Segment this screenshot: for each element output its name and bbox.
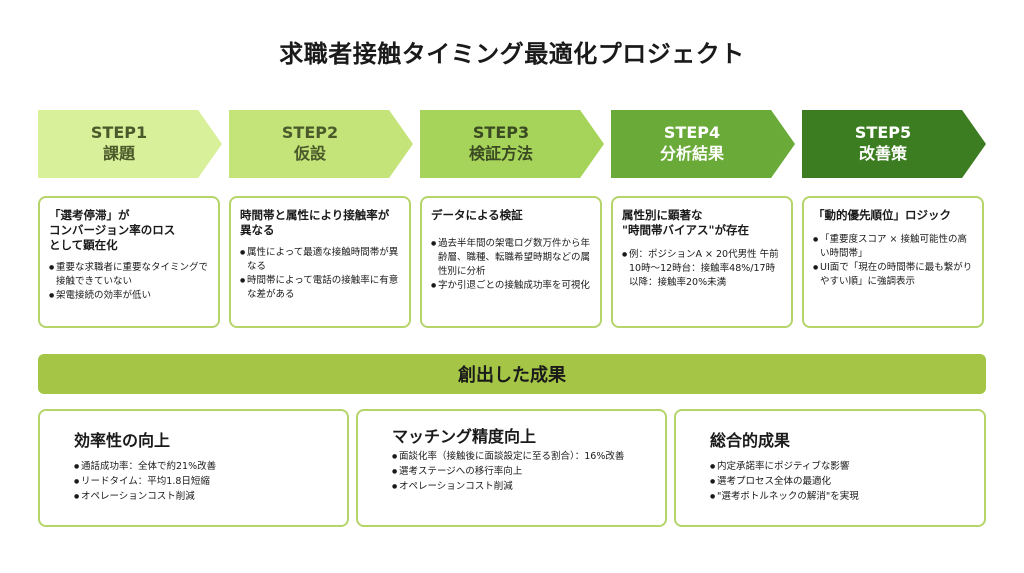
step-box-4: 属性別に顕著な "時間帯バイアス"が存在 例：ポジションA × 20代男性 午前…: [611, 196, 793, 328]
result-box-matching: マッチング精度向上 面談化率（接触後に面談設定に至る割合）：16%改善 選考ステ…: [356, 409, 667, 527]
step-arrow-2: STEP2 仮設: [229, 110, 413, 178]
list-item: 「重要度スコア × 接触可能性の高い時間帯」: [813, 233, 973, 261]
step-box-bullets: 属性によって最適な接触時間帯が異なる 時間帯によって電話の接触率に有意な差がある: [240, 246, 400, 302]
step-box-bullets: 「重要度スコア × 接触可能性の高い時間帯」 UI面で「現在の時間帯に最も繋がり…: [813, 233, 973, 289]
result-bullets: 面談化率（接触後に面談設定に至る割合）：16%改善 選考ステージへの移行率向上 …: [392, 449, 632, 494]
step-number: STEP2: [281, 123, 339, 142]
list-item: 通話成功率：全体で約21%改善: [74, 459, 216, 474]
step-arrow-3: STEP3 検証方法: [420, 110, 604, 178]
step-box-3: データによる検証 過去半年間の架電ログ数万件から年齢層、職種、転職希望時期などの…: [420, 196, 602, 328]
step-arrow-5: STEP5 改善策: [802, 110, 986, 178]
step-label: 改善策: [858, 144, 907, 163]
step-label: 課題: [102, 144, 135, 163]
step-box-bullets: 例：ポジションA × 20代男性 午前10時〜12時台：接触率48%/17時以降…: [622, 248, 782, 290]
result-heading: 効率性の向上: [74, 431, 171, 450]
step-box-heading: データによる検証: [431, 208, 523, 222]
list-item: 時間帯によって電話の接触率に有意な差がある: [240, 274, 400, 302]
step-box-2: 時間帯と属性により接触率が異なる 属性によって最適な接触時間帯が異なる 時間帯に…: [229, 196, 411, 328]
list-item: 例：ポジションA × 20代男性 午前10時〜12時台：接触率48%/17時以降…: [622, 248, 782, 290]
list-item: オペレーションコスト削減: [392, 479, 632, 494]
step-box-heading: 「動的優先順位」ロジック: [813, 208, 951, 222]
step-number: STEP1: [90, 123, 148, 142]
result-bullets: 内定承諾率にポジティブな影響 選考プロセス全体の最適化 "選考ボトルネックの解消…: [710, 459, 859, 504]
result-box-efficiency: 効率性の向上 通話成功率：全体で約21%改善 リードタイム：平均1.8日短縮 オ…: [38, 409, 349, 527]
list-item: "選考ボトルネックの解消"を実現: [710, 489, 859, 504]
step-box-heading: 「選考停滞」が コンバージョン率のロス として顕在化: [49, 208, 176, 252]
step-label: 検証方法: [468, 144, 533, 163]
step-arrow-1: STEP1 課題: [38, 110, 222, 178]
result-heading: 総合的成果: [710, 431, 791, 450]
step-box-heading: 属性別に顕著な "時間帯バイアス"が存在: [622, 208, 749, 237]
list-item: 選考ステージへの移行率向上: [392, 464, 632, 479]
list-item: 過去半年間の架電ログ数万件から年齢層、職種、転職希望時期などの属性別に分析: [431, 237, 591, 279]
step-arrow-4: STEP4 分析結果: [611, 110, 795, 178]
list-item: 選考プロセス全体の最適化: [710, 474, 859, 489]
list-item: 字か引退ごとの接触成功率を可視化: [431, 279, 591, 293]
list-item: 重要な求職者に重要なタイミングで接触できていない: [49, 261, 209, 289]
step-box-heading: 時間帯と属性により接触率が異なる: [240, 208, 390, 237]
results-banner-label: 創出した成果: [458, 365, 566, 386]
step-box-5: 「動的優先順位」ロジック 「重要度スコア × 接触可能性の高い時間帯」 UI面で…: [802, 196, 984, 328]
results-banner: 創出した成果: [38, 354, 986, 394]
list-item: 架電接続の効率が低い: [49, 289, 209, 303]
list-item: 内定承諾率にポジティブな影響: [710, 459, 859, 474]
step-number: STEP4: [663, 123, 721, 142]
list-item: UI面で「現在の時間帯に最も繋がりやすい順」に強調表示: [813, 261, 973, 289]
list-item: リードタイム：平均1.8日短縮: [74, 474, 216, 489]
step-label: 分析結果: [659, 144, 724, 163]
result-box-overall: 総合的成果 内定承諾率にポジティブな影響 選考プロセス全体の最適化 "選考ボトル…: [674, 409, 986, 527]
step-box-bullets: 重要な求職者に重要なタイミングで接触できていない 架電接続の効率が低い: [49, 261, 209, 303]
list-item: 面談化率（接触後に面談設定に至る割合）：16%改善: [392, 449, 632, 464]
step-number: STEP5: [854, 123, 912, 142]
step-label: 仮設: [293, 144, 326, 163]
result-bullets: 通話成功率：全体で約21%改善 リードタイム：平均1.8日短縮 オペレーションコ…: [74, 459, 216, 504]
step-box-1: 「選考停滞」が コンバージョン率のロス として顕在化 重要な求職者に重要なタイミ…: [38, 196, 220, 328]
step-number: STEP3: [472, 123, 530, 142]
step-box-bullets: 過去半年間の架電ログ数万件から年齢層、職種、転職希望時期などの属性別に分析 字か…: [431, 237, 591, 293]
list-item: 属性によって最適な接触時間帯が異なる: [240, 246, 400, 274]
result-heading: マッチング精度向上: [392, 427, 537, 446]
list-item: オペレーションコスト削減: [74, 489, 216, 504]
page-title: 求職者接触タイミング最適化プロジェクト: [279, 40, 745, 68]
